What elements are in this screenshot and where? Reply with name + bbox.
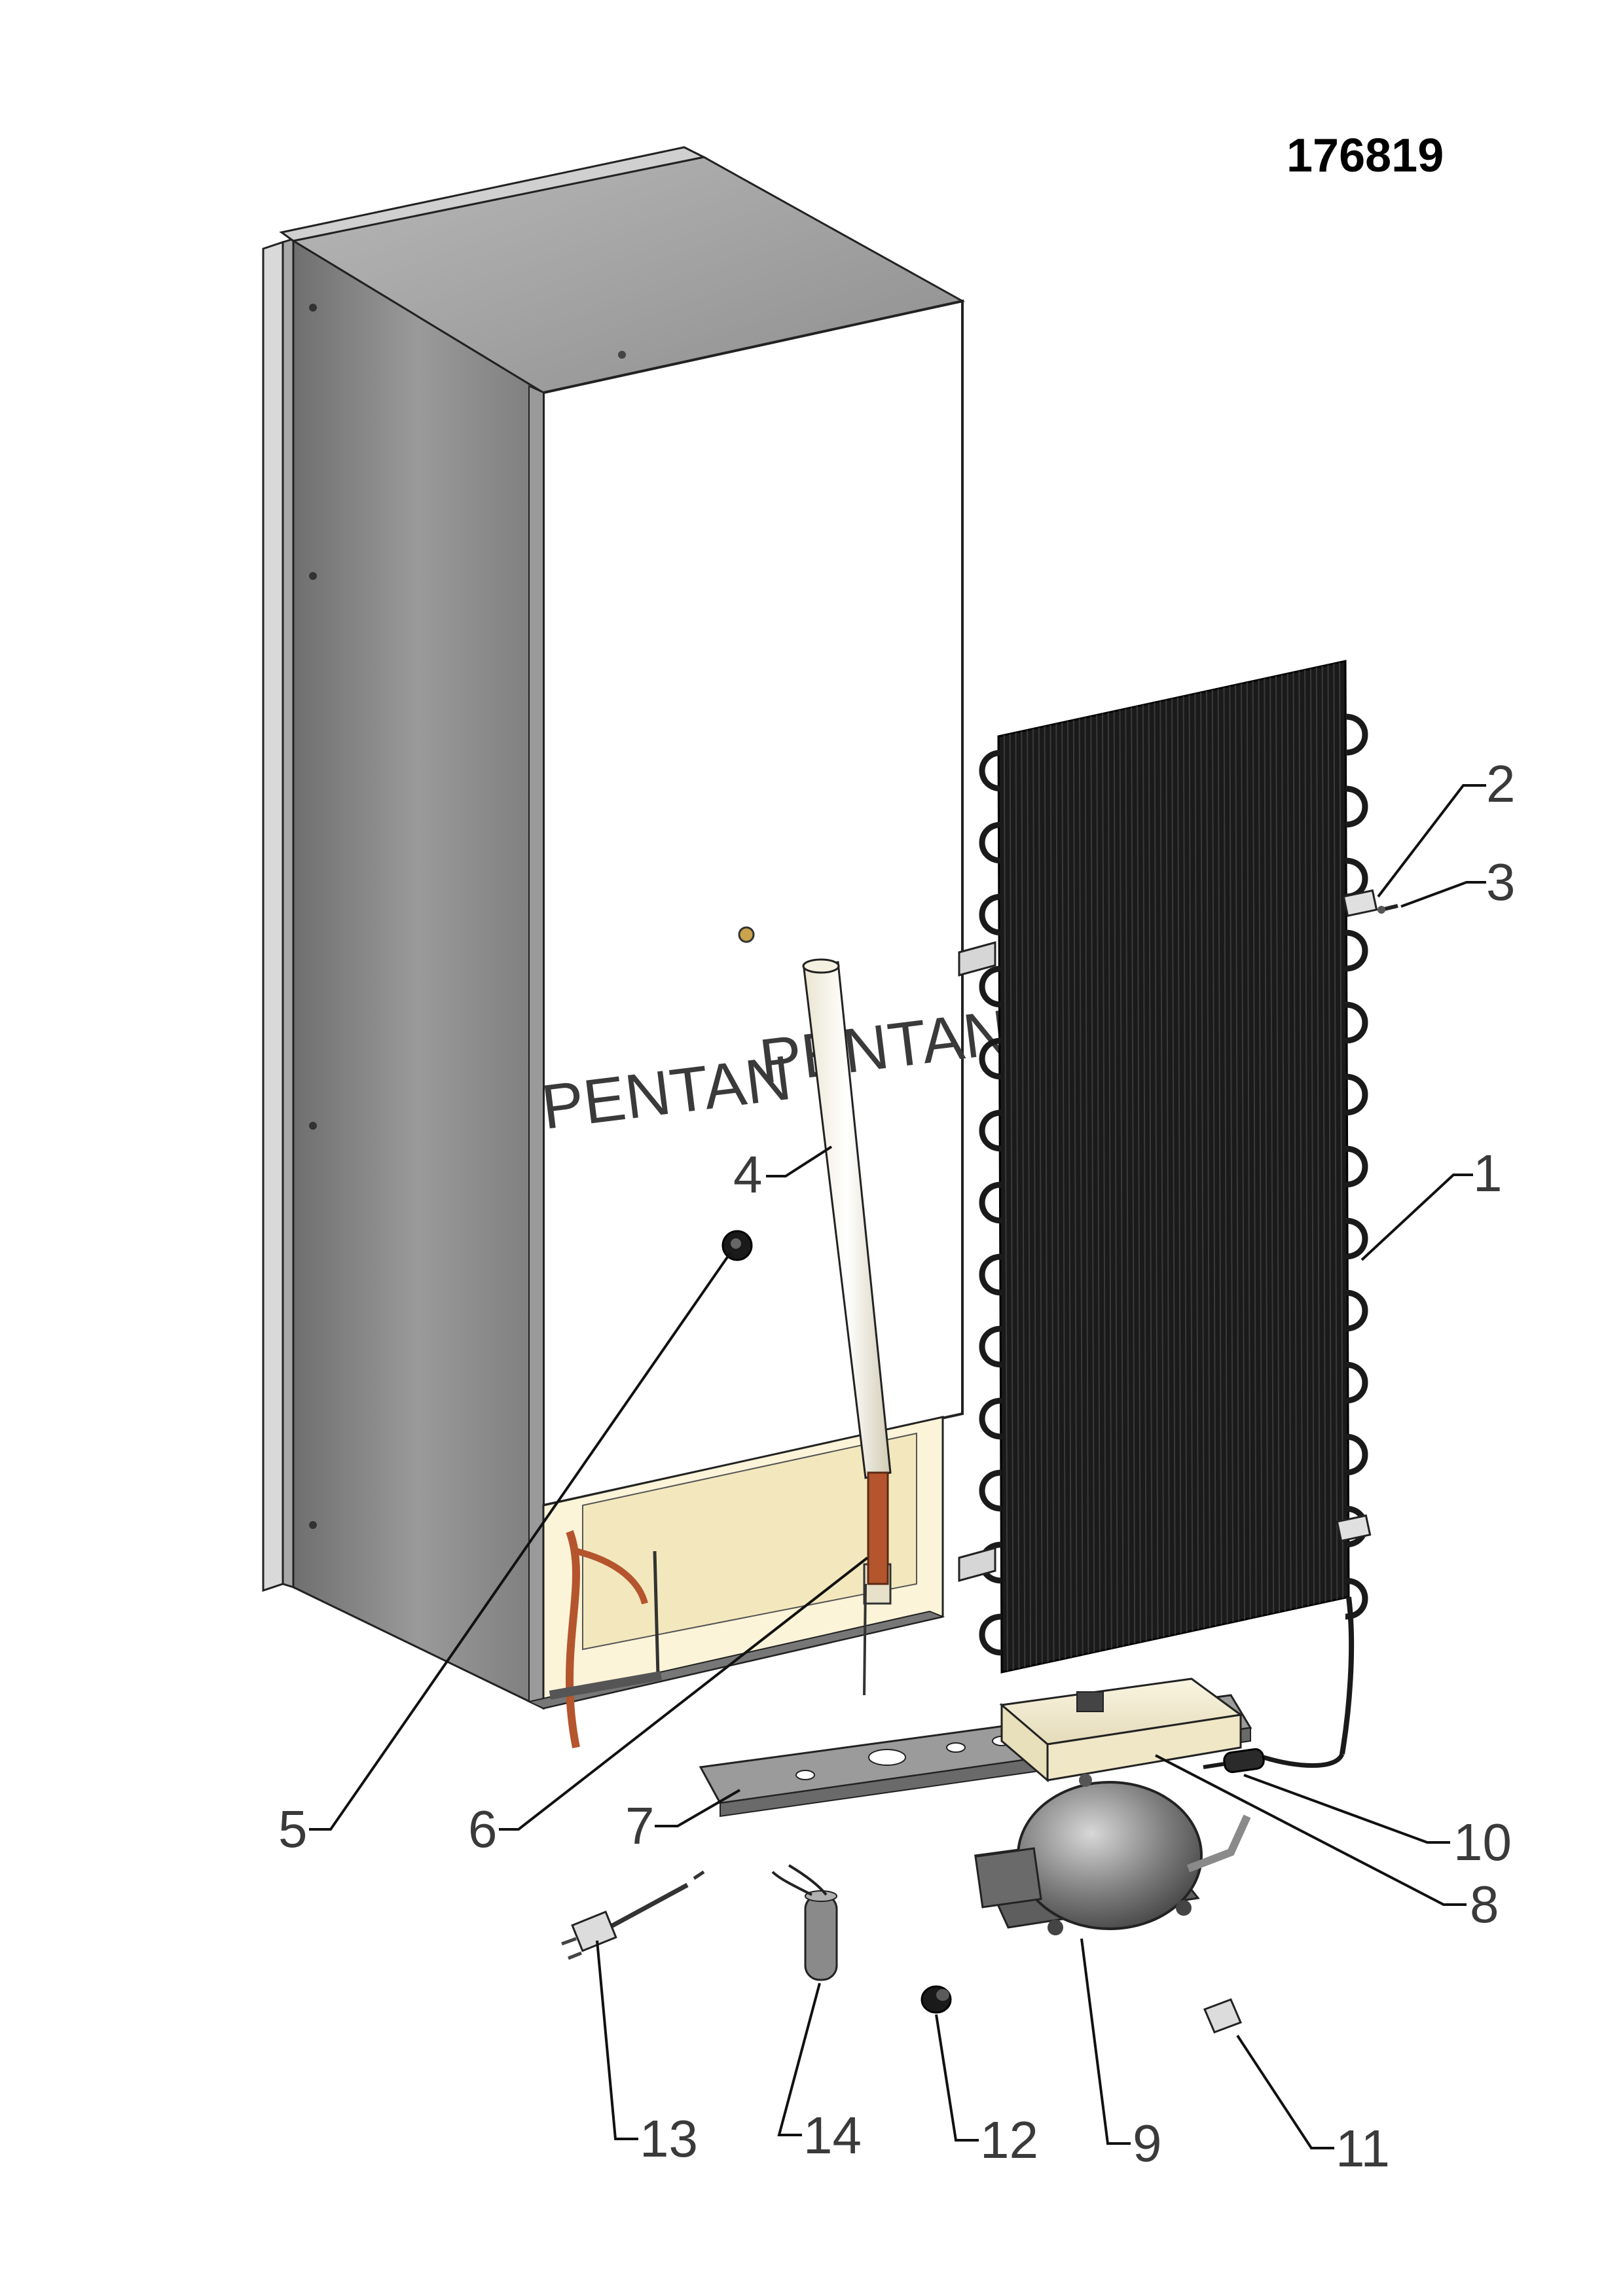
leader-2 <box>1377 784 1486 898</box>
leader-1 <box>1360 1174 1473 1261</box>
refrigerator-cabinet <box>262 146 966 1749</box>
thermal-protector <box>921 1985 952 2014</box>
grommet <box>721 1230 753 1261</box>
callout-11: 11 <box>1336 2119 1390 2178</box>
leader-14 <box>777 1982 821 2136</box>
callout-2: 2 <box>1486 755 1516 813</box>
screw <box>1377 904 1398 914</box>
callout-5: 5 <box>278 1800 308 1858</box>
drain-tube <box>802 958 892 1696</box>
leader-3 <box>1400 881 1486 908</box>
leader-6 <box>499 1556 869 1831</box>
drawing-number: 176819 <box>1286 130 1444 182</box>
evaporation-tray <box>999 1677 1243 1783</box>
callout-3: 3 <box>1486 853 1516 911</box>
leader-4 <box>766 1145 833 1177</box>
callout-12: 12 <box>980 2111 1038 2169</box>
leader-13 <box>596 1940 638 2140</box>
leader-10 <box>1243 1774 1450 1844</box>
callout-10: 10 <box>1453 1813 1512 1871</box>
leader-8 <box>1155 1754 1467 1906</box>
callout-numbers: 1 2 3 4 5 6 7 8 9 10 11 12 13 14 <box>278 755 1516 2178</box>
filter-drier <box>1203 1748 1345 1773</box>
leader-5 <box>309 1252 731 1831</box>
condenser <box>958 660 1368 1755</box>
leader-12 <box>935 2014 979 2142</box>
power-cord <box>561 1870 705 1960</box>
callout-6: 6 <box>468 1800 498 1858</box>
callout-4: 4 <box>733 1145 763 1204</box>
callout-13: 13 <box>640 2109 698 2168</box>
relay-clip <box>1203 1998 1242 2034</box>
leader-9 <box>1080 1938 1131 2145</box>
callout-8: 8 <box>1470 1875 1499 1933</box>
callout-7: 7 <box>625 1797 655 1855</box>
leader-11 <box>1236 2034 1334 2149</box>
leader-lines <box>309 784 1486 2149</box>
callout-1: 1 <box>1473 1144 1503 1202</box>
compressor <box>974 1774 1251 1935</box>
capacitor <box>771 1864 838 1981</box>
condenser-clip-lower <box>1336 1514 1372 1543</box>
condenser-clip <box>1342 889 1378 918</box>
callout-14: 14 <box>803 2106 862 2164</box>
callout-9: 9 <box>1133 2114 1162 2172</box>
leader-7 <box>655 1789 741 1827</box>
